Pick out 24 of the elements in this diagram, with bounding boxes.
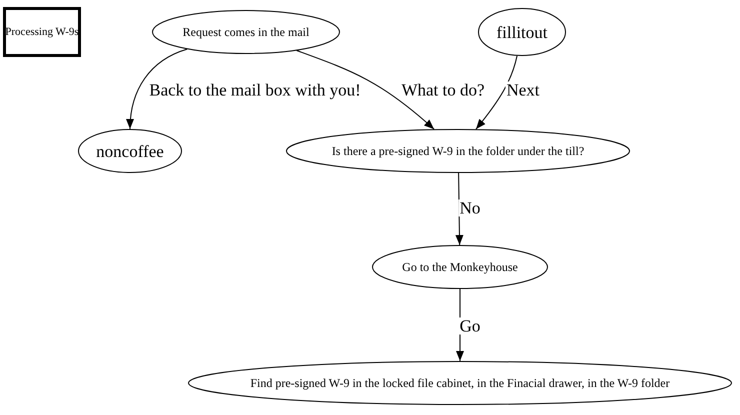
node-label: Go to the Monkeyhouse [402, 261, 518, 273]
node-label: Find pre-signed W-9 in the locked file cabinet, in the Finacial drawer, in the W-9 folder [250, 377, 670, 389]
node-label: Processing W-9s [5, 26, 79, 38]
arrow [476, 55, 518, 130]
edge-label: What to do? [400, 82, 486, 98]
process-ellipse [188, 361, 732, 405]
arrow [126, 48, 188, 130]
process-ellipse [372, 245, 548, 289]
edge-label: Back to the mail box with you! [148, 82, 362, 98]
process-ellipse [286, 129, 630, 173]
node-label: Request comes in the mail [182, 26, 310, 38]
edge-label: No [458, 200, 482, 216]
arrow [296, 50, 435, 130]
title-box [3, 7, 81, 57]
process-ellipse [152, 10, 340, 54]
arrow [456, 288, 464, 362]
process-ellipse [478, 8, 566, 56]
node-label: fillitout [496, 24, 548, 40]
node-label: noncoffee [96, 142, 164, 160]
node-label: Is there a pre-signed W-9 in the folder under the till? [332, 145, 584, 157]
edge-label: Go [458, 318, 482, 334]
process-ellipse [78, 129, 182, 173]
arrow [455, 172, 464, 246]
edge-label: Next [505, 82, 541, 98]
